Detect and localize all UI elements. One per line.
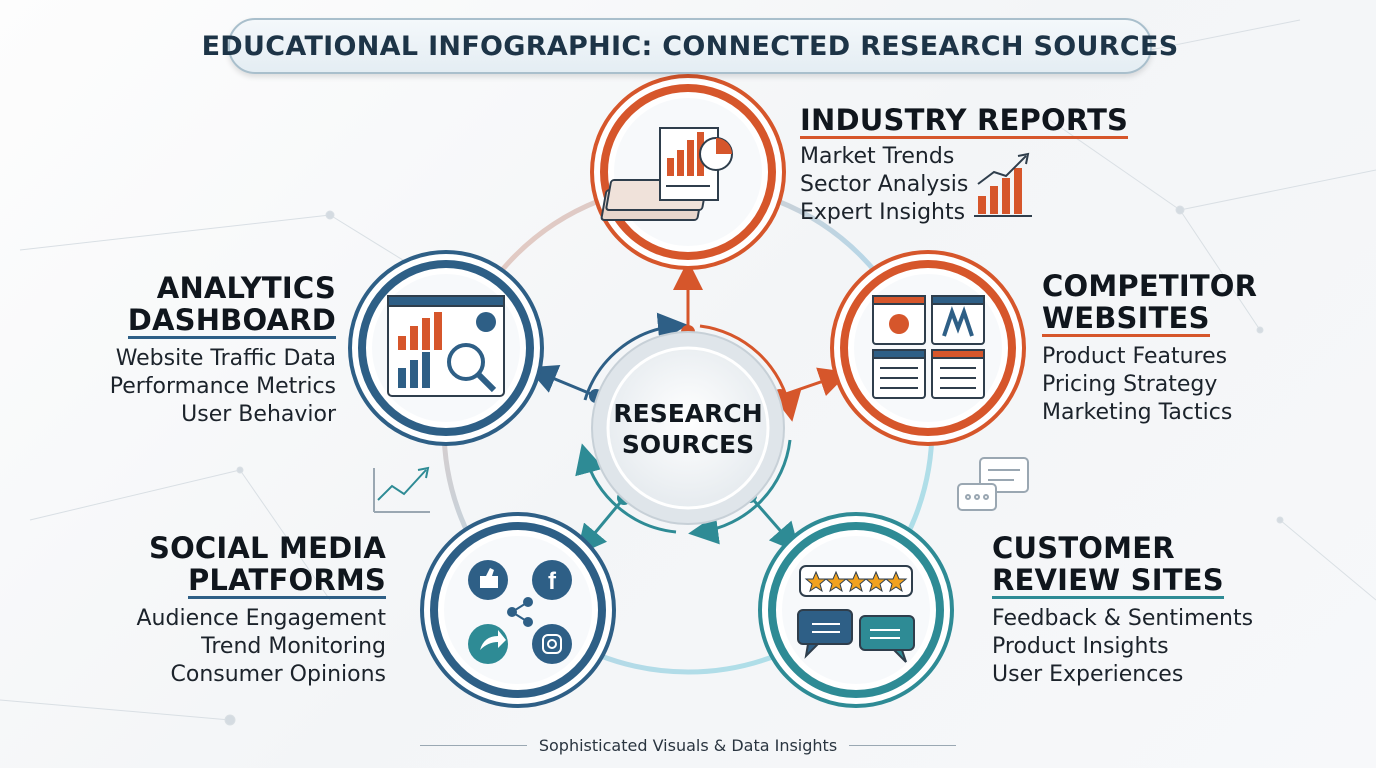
reviews-item-2: Product Insights: [992, 634, 1169, 659]
social-media-text: SOCIAL MEDIA PLATFORMS Audience Engageme…: [136, 531, 387, 689]
center-label-line2: SOURCES: [621, 430, 755, 459]
social-heading-line1: SOCIAL MEDIA: [148, 531, 386, 565]
review-bubbles-icon: [797, 565, 915, 663]
competitor-heading-line1: COMPETITOR: [1042, 269, 1258, 303]
growth-chart-icon: [974, 152, 1032, 217]
industry-item-3: Expert Insights: [800, 200, 966, 225]
social-item-2: Trend Monitoring: [201, 634, 386, 659]
svg-text:f: f: [548, 568, 557, 595]
analytics-item-2: Performance Metrics: [109, 374, 336, 399]
dashboard-magnifier-icon: [387, 295, 505, 397]
chat-bubbles-icon: [957, 457, 1029, 511]
industry-item-1: Market Trends: [800, 144, 955, 169]
social-heading-line2: PLATFORMS: [187, 563, 386, 599]
reviews-item-1: Feedback & Sentiments: [992, 606, 1254, 631]
reviews-heading-line1: CUSTOMER: [992, 531, 1175, 565]
competitor-websites-text: COMPETITOR WEBSITES Product Features Pri…: [1042, 270, 1257, 427]
node-industry-reports: [590, 74, 786, 270]
analytics-item-1: Website Traffic Data: [115, 346, 336, 371]
center-label: RESEARCH SOURCES: [600, 398, 776, 460]
trend-chart-icon: [373, 466, 430, 513]
title-banner: EDUCATIONAL INFOGRAPHIC: CONNECTED RESEA…: [202, 18, 1178, 74]
industry-reports-text: INDUSTRY REPORTS Market Trends Sector An…: [800, 103, 1129, 227]
competitor-item-1: Product Features: [1042, 344, 1228, 369]
analytics-item-3: User Behavior: [181, 402, 336, 427]
competitor-item-2: Pricing Strategy: [1042, 372, 1218, 397]
node-customer-reviews: [758, 512, 954, 708]
node-analytics-dashboard: [348, 250, 544, 446]
customer-reviews-text: CUSTOMER REVIEW SITES Feedback & Sentime…: [992, 532, 1253, 689]
analytics-dashboard-text: ANALYTICS DASHBOARD Website Traffic Data…: [110, 272, 336, 429]
spoke-analytics: [526, 365, 597, 398]
analytics-heading-line1: ANALYTICS: [156, 271, 336, 305]
industry-item-2: Sector Analysis: [800, 172, 969, 197]
footer: Sophisticated Visuals & Data Insights: [420, 733, 956, 757]
page-title: EDUCATIONAL INFOGRAPHIC: CONNECTED RESEA…: [201, 30, 1179, 62]
spoke-competitor: [779, 367, 850, 398]
spoke-social: [576, 497, 626, 556]
node-social-media: f: [420, 512, 616, 708]
social-item-1: Audience Engagement: [136, 606, 387, 631]
social-item-3: Consumer Opinions: [170, 662, 387, 687]
social-network-icon: f: [468, 560, 572, 664]
reviews-heading-line2: REVIEW SITES: [992, 563, 1224, 599]
background-network: [0, 19, 1376, 726]
competitor-heading-line2: WEBSITES: [1042, 301, 1210, 337]
footer-caption: Sophisticated Visuals & Data Insights: [538, 735, 838, 755]
analytics-heading-line2: DASHBOARD: [127, 303, 336, 339]
browser-windows-icon: [872, 295, 985, 399]
industry-reports-heading: INDUSTRY REPORTS: [800, 103, 1129, 139]
spoke-reviews: [748, 495, 800, 554]
center-label-line1: RESEARCH: [613, 399, 763, 428]
reviews-item-3: User Experiences: [992, 662, 1184, 687]
node-competitor-websites: [830, 250, 1026, 446]
stacked-report-icon: [600, 127, 733, 221]
competitor-item-3: Marketing Tactics: [1042, 400, 1233, 425]
center-hub: [606, 346, 770, 510]
